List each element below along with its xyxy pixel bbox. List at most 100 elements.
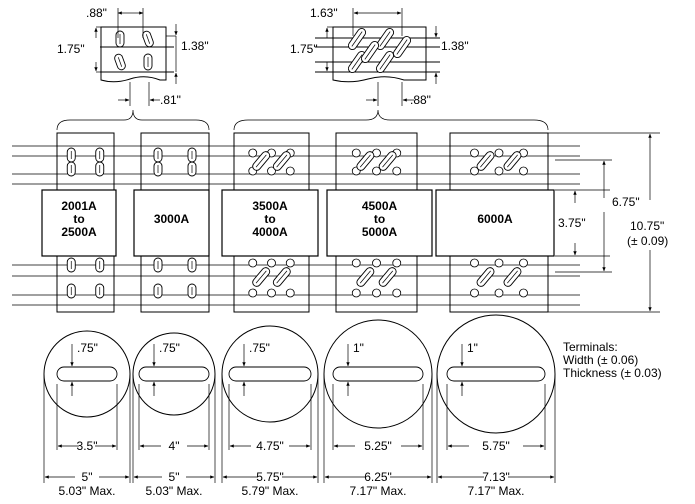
detail-large: 1.63" 1.75" 1.38" .88": [290, 6, 469, 107]
slot-hole: [142, 30, 154, 48]
slot-hole: [476, 151, 495, 171]
max-width-label: 5.03" Max.: [59, 484, 116, 498]
bolt-hole: [285, 166, 295, 176]
slot-hole: [347, 50, 367, 74]
fuse-4: 6000A: [435, 132, 555, 313]
end-view-2: .75"4.75"5.75"5.79" Max.: [221, 325, 319, 498]
total-length: 10.75": [630, 219, 664, 233]
bolt-hole: [267, 288, 276, 298]
end-view-4: 1" 5.75" 7.13"7.17" Max.: [436, 314, 556, 498]
slot-hole: [375, 27, 395, 51]
slot-hole: [95, 161, 105, 177]
max-width-label: 7.17" Max.: [468, 484, 525, 498]
end-views: .75"3.5"5"5.03" Max..75"4"5"5.03" Max..7…: [43, 314, 556, 498]
terminal-slot: [228, 366, 312, 382]
upper-terminal: [233, 132, 310, 191]
slot-hole: [66, 147, 76, 163]
lower-terminal: [140, 255, 210, 313]
bolt-hole: [372, 258, 381, 268]
slot-hole: [503, 151, 522, 171]
slot-hole: [378, 151, 397, 171]
bolt-hole: [372, 288, 381, 298]
bolt-hole: [494, 258, 504, 268]
bolt-hole: [248, 258, 258, 268]
fuse-rating-line: to: [73, 212, 84, 226]
fuse-body: [326, 189, 433, 257]
slot-hole: [360, 40, 380, 64]
fuse-rating-line: to: [264, 212, 275, 226]
upper-terminal: [140, 132, 210, 191]
bolt-hole: [392, 166, 402, 176]
total-tolerance: (± 0.09): [627, 234, 668, 248]
slot-hole: [476, 267, 495, 287]
slot-hole: [153, 257, 163, 273]
upper-terminal: [56, 132, 115, 191]
lower-terminal: [56, 255, 115, 313]
width-label: 5": [82, 470, 93, 484]
bolt-hole: [351, 148, 361, 158]
slot-hole: [114, 53, 126, 71]
fuse-rating-line: 2500A: [61, 225, 97, 239]
end-view-3: 1"5.25"6.25"7.17" Max.: [323, 319, 433, 498]
slot-hole: [95, 147, 105, 163]
slot-length-label: 5.75": [482, 439, 510, 453]
slot-hole: [95, 257, 105, 273]
bolt-hole: [519, 258, 528, 268]
detail-small-hole-spacing: .88": [86, 6, 107, 20]
slot-hole: [153, 161, 163, 177]
slot-hole: [187, 147, 197, 163]
slot-hole: [356, 267, 375, 287]
fuse-rating-line: 5000A: [362, 225, 398, 239]
detail-small-bottom-offset: .81": [160, 93, 181, 107]
bolt-hole: [267, 166, 276, 176]
body-height: 3.75": [558, 216, 586, 230]
terminal-slot: [56, 366, 118, 382]
detail-small: .88" 1.75" 1.38" .81": [57, 6, 209, 107]
slot-hole: [66, 257, 76, 273]
slot-hole: [272, 151, 291, 171]
slot-hole: [252, 267, 271, 287]
bolt-hole: [351, 288, 361, 298]
width-label: 6.25": [364, 470, 392, 484]
bolt-hole: [267, 258, 276, 268]
bolt-hole: [470, 258, 479, 268]
fuse-body: [435, 189, 555, 257]
width-label: 7.13": [482, 470, 510, 484]
bolt-hole: [372, 166, 381, 176]
fuse-rating-line: 3000A: [154, 212, 190, 226]
bolt-hole: [392, 288, 402, 298]
fuse-1: 3000A: [133, 132, 210, 313]
width-label: 5": [169, 470, 180, 484]
slot-length-label: 4": [169, 439, 180, 453]
slot-hole: [187, 257, 197, 273]
upper-terminal: [449, 132, 549, 191]
upper-terminal: [335, 132, 418, 191]
detail-large-hole-spacing: 1.63": [310, 6, 338, 20]
fuse-rating-line: 4500A: [362, 199, 398, 213]
slot-hole: [66, 283, 76, 299]
fuse-body: [133, 189, 210, 257]
slot-length-label: 5.25": [364, 439, 392, 453]
terminals-note-thickness: Thickness (± 0.03): [563, 366, 662, 380]
slot-offset-label: 1": [467, 341, 478, 355]
slot-hole: [115, 30, 125, 48]
terminals-note: Terminals: Width (± 0.06) Thickness (± 0…: [563, 340, 662, 380]
bolt-hole: [248, 288, 258, 298]
bolt-hole: [285, 288, 295, 298]
end-view-0: .75"3.5"5"5.03" Max.: [43, 330, 131, 498]
terminals-note-width: Width (± 0.06): [563, 353, 638, 367]
slot-hole: [503, 267, 522, 287]
fuse-rating-line: 6000A: [477, 212, 513, 226]
brace-small: [56, 109, 210, 131]
end-view-1: .75"4"5"5.03" Max.: [132, 332, 216, 498]
slot-hole: [187, 283, 197, 299]
slot-hole: [378, 267, 397, 287]
fuse-bodies: 2001Ato2500A3000A3500Ato4000A4500Ato5000…: [41, 132, 555, 313]
terminal-span: 6.75": [612, 195, 640, 209]
bolt-hole: [248, 148, 258, 158]
terminal-slot: [138, 366, 210, 382]
terminal-slot: [332, 366, 424, 382]
fuse-rating-line: 4000A: [252, 225, 288, 239]
